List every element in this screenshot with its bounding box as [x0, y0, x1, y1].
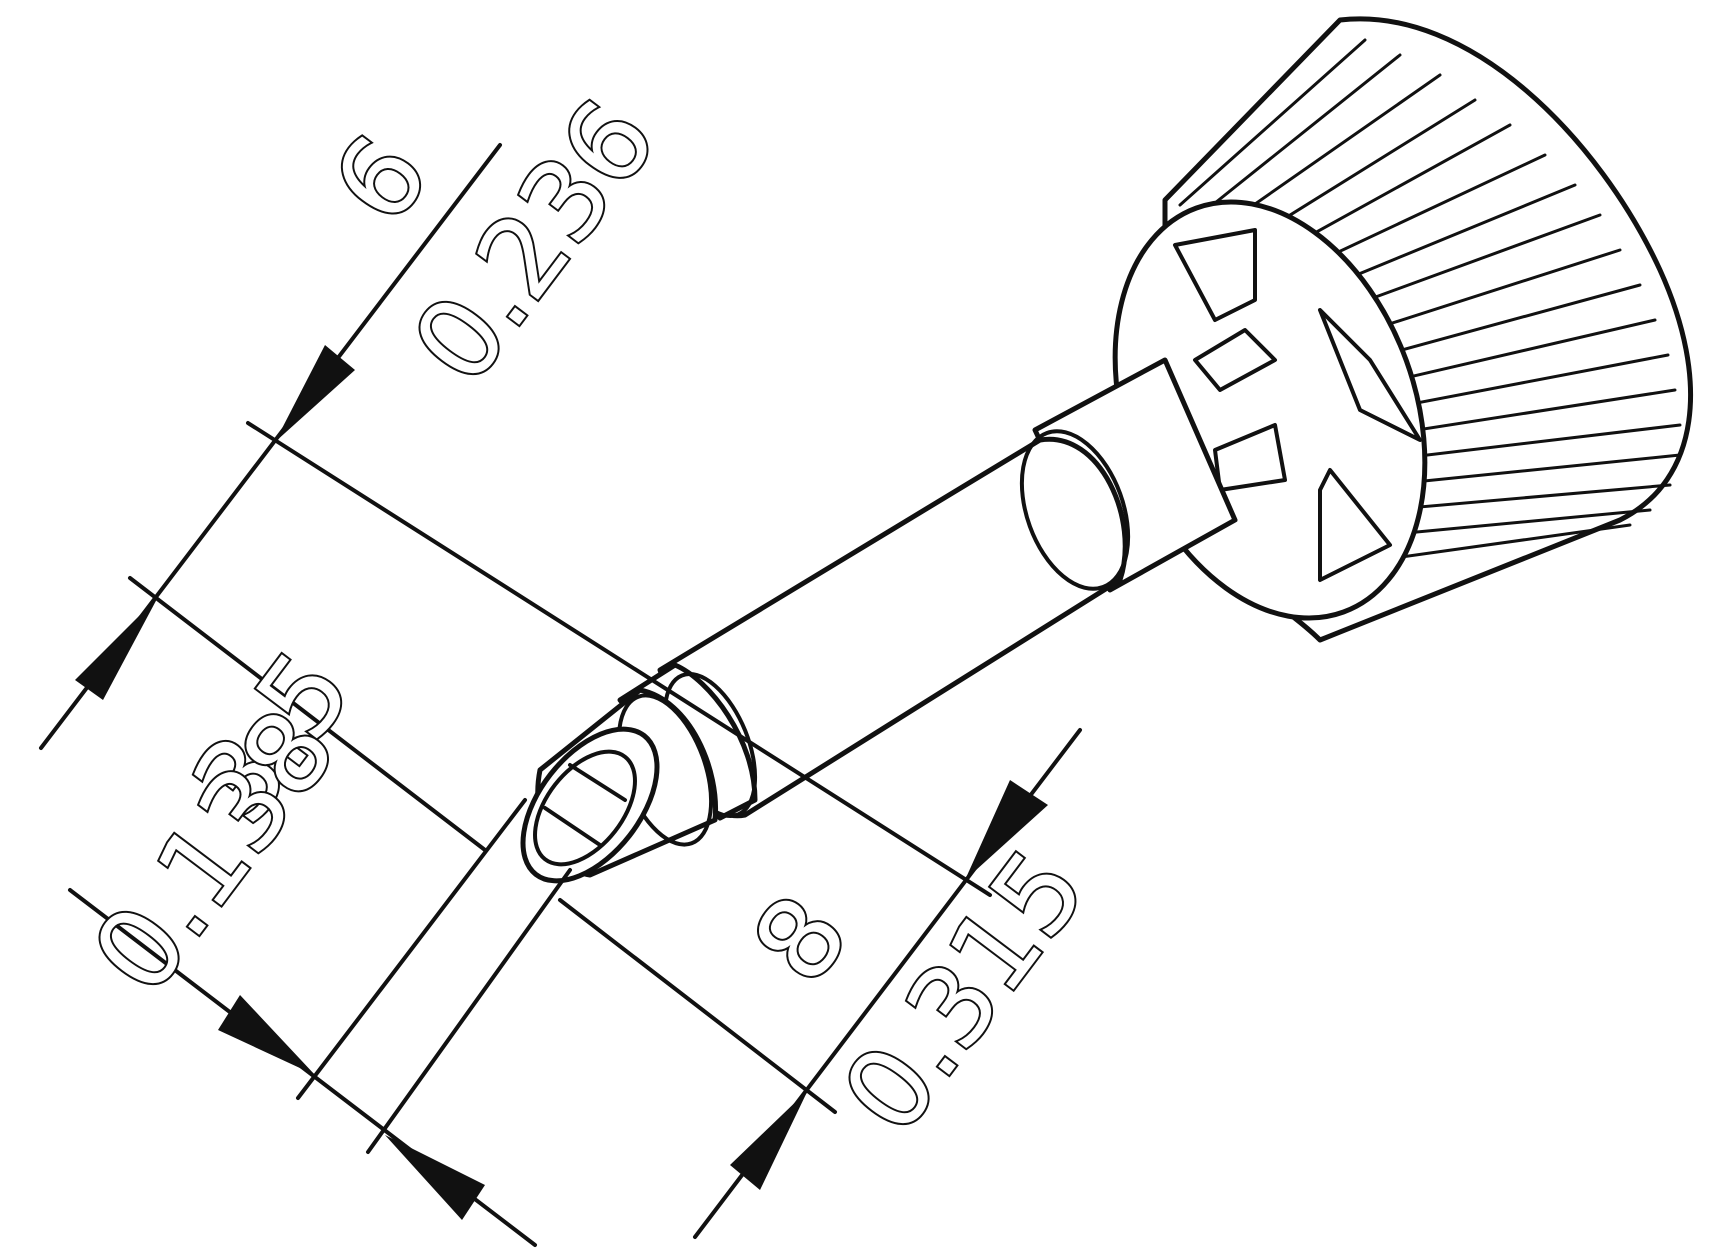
arrow-head — [218, 995, 315, 1075]
arrow-head — [385, 1135, 485, 1220]
dimension-tip-width: 3.5 0.138 — [67, 627, 572, 1247]
dimension-label-metric: 8 — [729, 873, 873, 1006]
dimension-label-metric: 6 — [309, 113, 453, 246]
arrow-head — [75, 597, 158, 700]
arrow-head — [965, 780, 1048, 880]
arrow-head — [730, 1090, 808, 1190]
arrow-head — [275, 345, 355, 442]
dimension-label-imperial: 0.236 — [389, 77, 681, 406]
tip-shaft — [617, 357, 1238, 821]
chisel-tip — [520, 687, 719, 884]
